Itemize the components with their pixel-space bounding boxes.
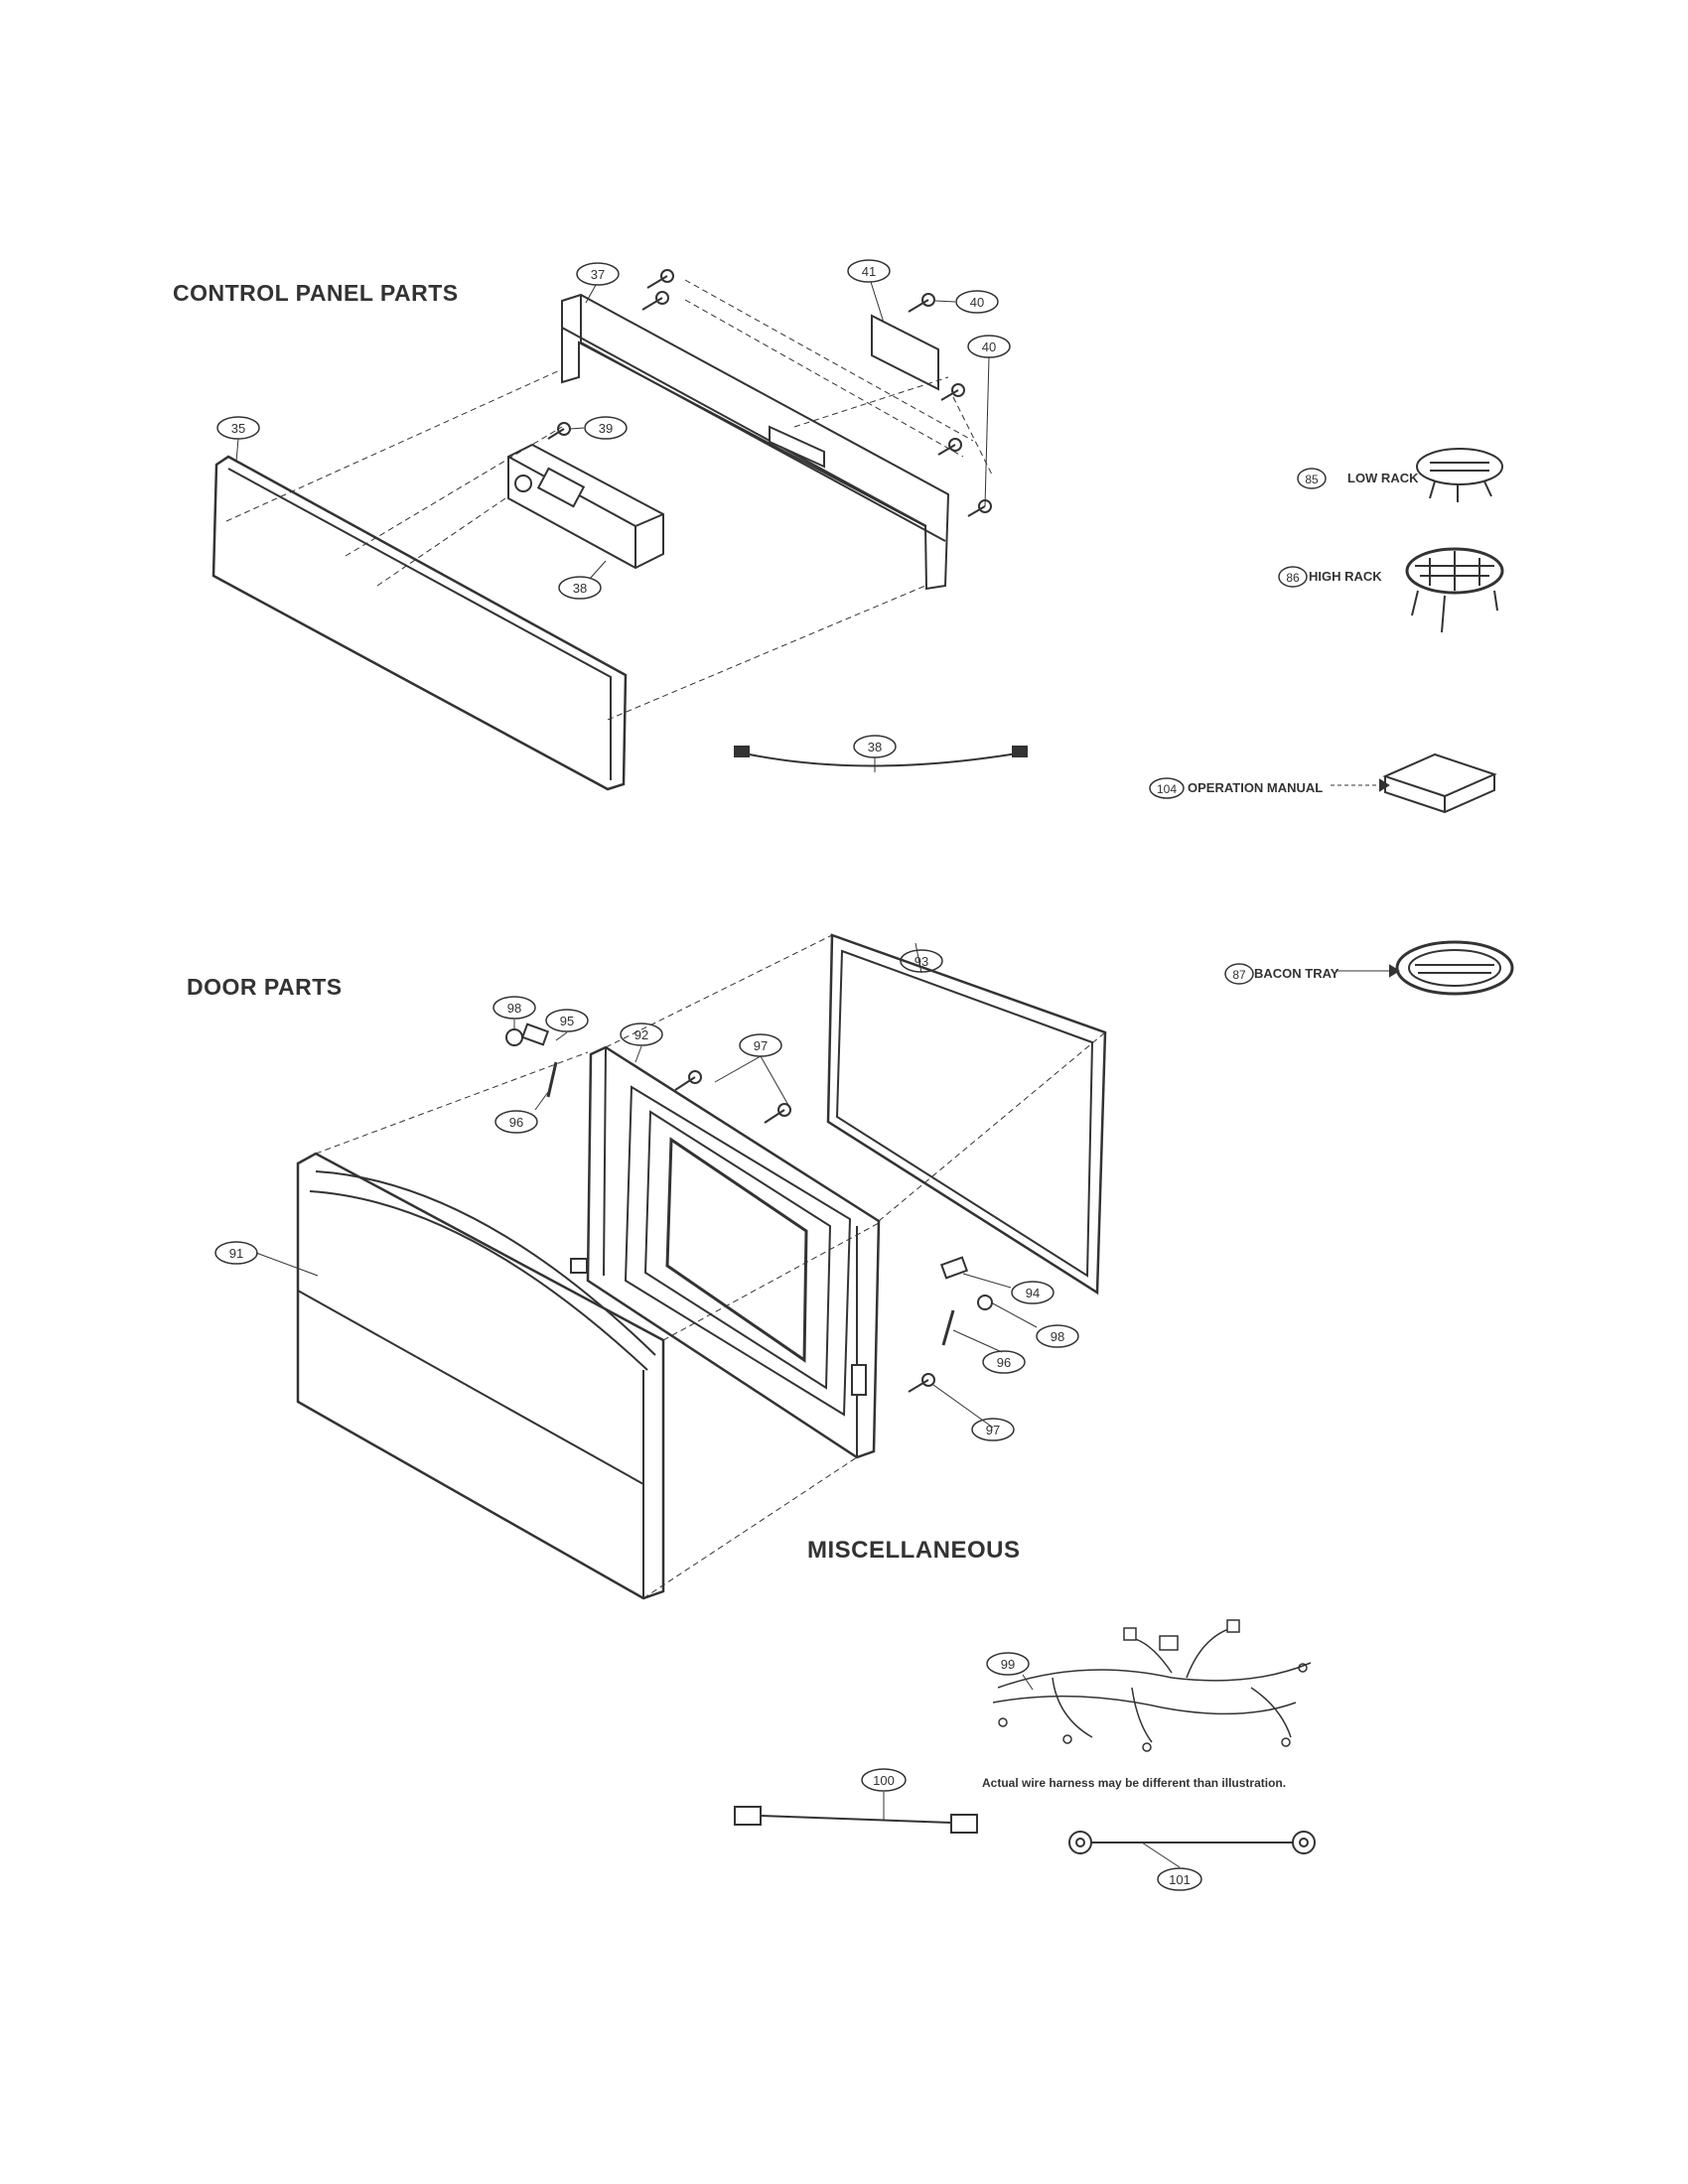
door-glass-frame bbox=[826, 933, 1107, 1296]
callout-97b: 97 bbox=[971, 1418, 1015, 1441]
callout-40b-text: 40 bbox=[982, 340, 996, 354]
callout-97b-text: 97 bbox=[986, 1423, 1000, 1437]
callout-35-text: 35 bbox=[231, 421, 245, 436]
operation-manual-label: OPERATION MANUAL bbox=[1188, 780, 1324, 795]
callout-39: 39 bbox=[584, 416, 628, 440]
callout-40b: 40 bbox=[967, 335, 1011, 358]
dashed-leaders-door bbox=[315, 934, 1106, 1599]
control-box bbox=[507, 443, 664, 570]
cable-38 bbox=[734, 746, 1028, 767]
callout-97a: 97 bbox=[739, 1033, 782, 1057]
high-rack-label: HIGH RACK bbox=[1309, 569, 1382, 584]
screws-control bbox=[547, 269, 992, 517]
bacon-tray-label: BACON TRAY bbox=[1254, 966, 1339, 981]
callout-97a-text: 97 bbox=[754, 1038, 768, 1053]
dashed-leaders-control bbox=[225, 279, 994, 721]
callout-35: 35 bbox=[216, 416, 260, 440]
callout-93-text: 93 bbox=[914, 954, 928, 969]
callout-94-text: 94 bbox=[1026, 1286, 1040, 1300]
callout-96b-text: 96 bbox=[997, 1355, 1011, 1370]
callout-101: 101 bbox=[1157, 1867, 1202, 1891]
door-hardware bbox=[505, 1023, 993, 1396]
miscellaneous-heading: MISCELLANEOUS bbox=[807, 1537, 1021, 1564]
door-parts-heading: DOOR PARTS bbox=[187, 974, 343, 1000]
callout-37: 37 bbox=[576, 262, 620, 286]
callout-41-text: 41 bbox=[862, 264, 876, 279]
callout-104: 104 bbox=[1149, 777, 1185, 799]
ground-wire-101 bbox=[1068, 1831, 1316, 1854]
callout-38b: 38 bbox=[853, 735, 897, 758]
callout-96a-text: 96 bbox=[509, 1115, 523, 1130]
callout-41: 41 bbox=[847, 259, 891, 283]
callout-38a: 38 bbox=[558, 576, 602, 600]
control-panel-parts-heading: CONTROL PANEL PARTS bbox=[173, 280, 459, 306]
callout-98b: 98 bbox=[1036, 1324, 1079, 1348]
callout-99-text: 99 bbox=[1001, 1657, 1015, 1672]
callout-96b: 96 bbox=[982, 1350, 1026, 1374]
callout-40a: 40 bbox=[955, 290, 999, 314]
inner-door-panel bbox=[586, 1045, 881, 1459]
door-front-panel bbox=[296, 1152, 665, 1600]
callout-91: 91 bbox=[214, 1241, 258, 1265]
callout-87-text: 87 bbox=[1232, 968, 1246, 982]
wire-harness-drawing bbox=[992, 1619, 1312, 1752]
callout-95: 95 bbox=[545, 1009, 589, 1032]
callout-87: 87 bbox=[1224, 963, 1254, 985]
callout-95-text: 95 bbox=[560, 1014, 574, 1028]
callout-99: 99 bbox=[986, 1652, 1030, 1676]
callout-98a: 98 bbox=[492, 996, 536, 1020]
callout-93: 93 bbox=[900, 949, 943, 973]
control-panel-front bbox=[211, 455, 628, 791]
low-rack-label: LOW RACK bbox=[1347, 471, 1419, 485]
low-rack-drawing bbox=[1416, 448, 1503, 502]
wire-harness-note: Actual wire harness may be different tha… bbox=[982, 1776, 1287, 1790]
callout-85: 85 bbox=[1297, 468, 1327, 489]
cable-100 bbox=[734, 1806, 978, 1834]
operation-manual-drawing bbox=[1331, 752, 1497, 814]
callout-94: 94 bbox=[1011, 1281, 1055, 1304]
bacon-tray-drawing bbox=[1336, 940, 1514, 996]
callout-98a-text: 98 bbox=[507, 1001, 521, 1016]
callout-101-text: 101 bbox=[1169, 1872, 1191, 1887]
high-rack-drawing bbox=[1405, 547, 1504, 633]
callout-85-text: 85 bbox=[1305, 473, 1319, 486]
callout-96a: 96 bbox=[494, 1110, 538, 1134]
callout-39-text: 39 bbox=[599, 421, 613, 436]
callout-92-text: 92 bbox=[634, 1027, 648, 1042]
control-panel-frame bbox=[561, 293, 950, 591]
control-board bbox=[871, 314, 939, 391]
callout-104-text: 104 bbox=[1157, 782, 1177, 796]
callout-100: 100 bbox=[861, 1768, 907, 1792]
callout-92: 92 bbox=[620, 1023, 663, 1046]
callout-40a-text: 40 bbox=[970, 295, 984, 310]
callout-100-text: 100 bbox=[873, 1773, 895, 1788]
callout-98b-text: 98 bbox=[1051, 1329, 1064, 1344]
callout-38a-text: 38 bbox=[573, 581, 587, 596]
callout-38b-text: 38 bbox=[868, 740, 882, 754]
callout-37-text: 37 bbox=[591, 267, 605, 282]
callout-86: 86 bbox=[1278, 566, 1308, 588]
callout-91-text: 91 bbox=[229, 1246, 243, 1261]
callout-86-text: 86 bbox=[1286, 571, 1300, 585]
